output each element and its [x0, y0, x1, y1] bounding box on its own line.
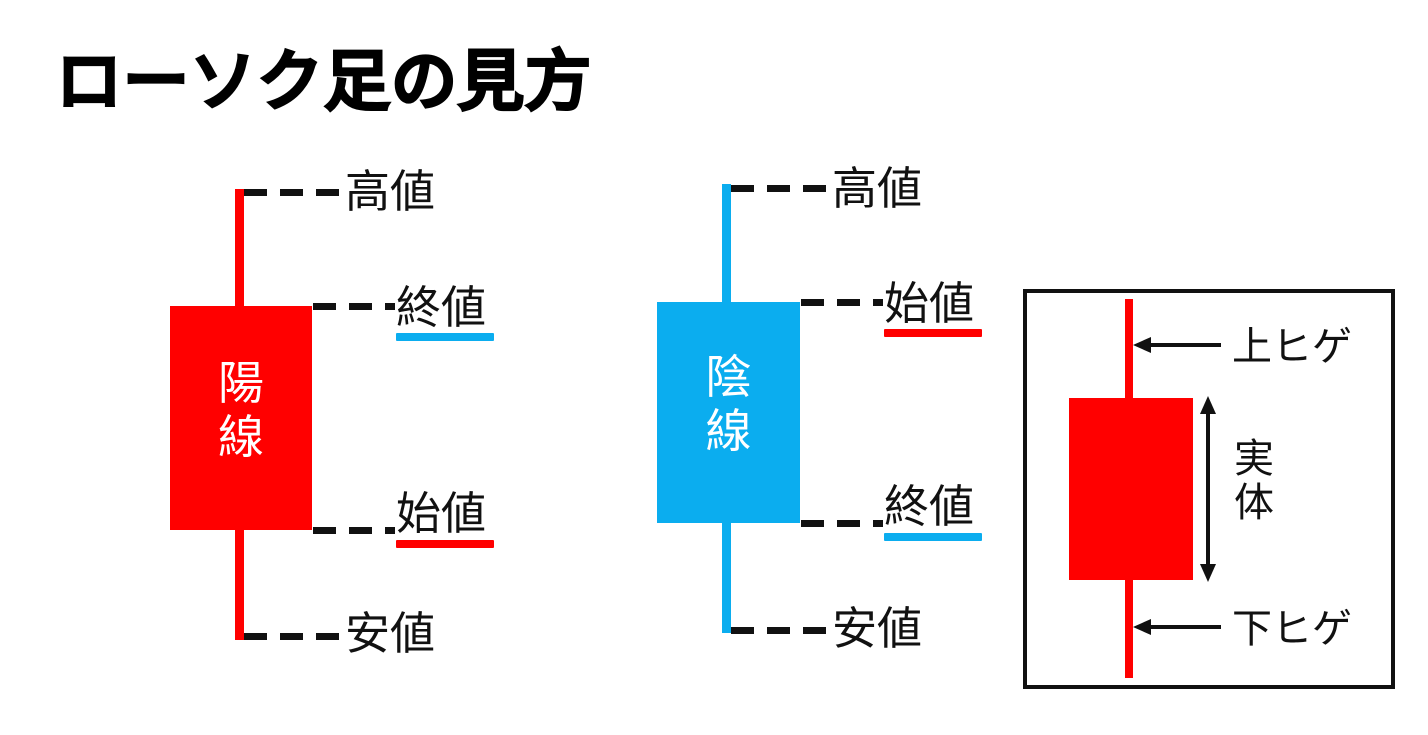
bullish-close-underline — [396, 333, 494, 341]
bullish-candle-group: 陽 線 高値 終値 始値 安値 — [0, 0, 560, 700]
bullish-body-label: 陽 線 — [218, 356, 264, 464]
bearish-real-body: 陰 線 — [657, 302, 800, 523]
bearish-open-label: 始値 — [884, 277, 975, 330]
bearish-lower-wick — [722, 521, 731, 633]
bullish-high-leader — [244, 189, 342, 196]
bearish-body-label: 陰 線 — [705, 350, 752, 458]
page-title: ローソク足の見方 — [55, 43, 592, 120]
bullish-open-leader — [313, 527, 395, 534]
anatomy-real-body — [1069, 398, 1193, 580]
anatomy-lower-wick — [1125, 579, 1133, 678]
bearish-upper-wick — [722, 184, 731, 304]
anatomy-lower-wick-label: 下ヒゲ — [1232, 606, 1352, 652]
bearish-open-leader — [801, 299, 883, 306]
bullish-upper-wick — [235, 189, 244, 309]
anatomy-upper-wick-arrow — [1133, 329, 1223, 361]
bearish-low-label: 安値 — [832, 602, 923, 655]
bearish-close-leader — [801, 520, 883, 527]
bullish-real-body: 陽 線 — [170, 306, 312, 530]
bearish-high-label: 高値 — [832, 162, 923, 215]
bearish-candle-group: 陰 線 高値 始値 終値 安値 — [657, 162, 982, 655]
bullish-close-label: 終値 — [396, 281, 487, 334]
bearish-open-underline — [884, 329, 982, 337]
bullish-low-leader — [244, 633, 342, 640]
bullish-high-label: 高値 — [345, 165, 436, 218]
anatomy-real-body-arrow — [1196, 396, 1220, 582]
bullish-open-underline — [396, 540, 494, 548]
anatomy-lower-wick-arrow — [1133, 611, 1223, 643]
bullish-open-label: 始値 — [396, 487, 487, 540]
bearish-close-underline — [884, 533, 982, 541]
bullish-low-label: 安値 — [345, 607, 436, 660]
bullish-lower-wick — [235, 528, 244, 640]
anatomy-upper-wick — [1125, 299, 1133, 399]
bearish-low-leader — [731, 627, 829, 634]
anatomy-real-body-label: 実 体 — [1234, 436, 1274, 526]
bullish-close-leader — [313, 303, 395, 310]
anatomy-upper-wick-label: 上ヒゲ — [1232, 324, 1352, 370]
bearish-high-leader — [731, 185, 829, 192]
bearish-close-label: 終値 — [884, 480, 975, 533]
